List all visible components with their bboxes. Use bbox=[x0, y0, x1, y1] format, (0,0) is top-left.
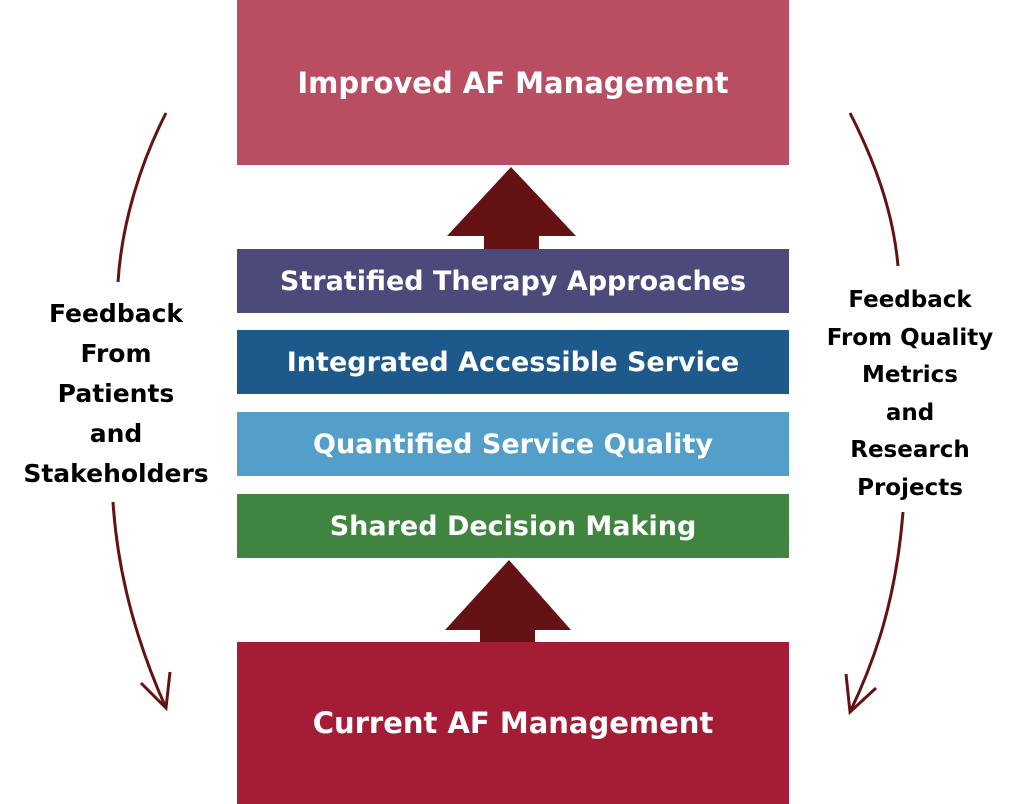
right-feedback-line: Metrics bbox=[861, 362, 959, 388]
improved-af-management-label: Improved AF Management bbox=[297, 65, 729, 100]
shared-decision-layer: Shared Decision Making bbox=[237, 494, 789, 558]
current-af-management-box: Current AF Management bbox=[237, 642, 789, 804]
left-feedback-curve-lower bbox=[111, 501, 168, 709]
upward-arrow-top bbox=[447, 167, 576, 249]
right-feedback-line: From Quality bbox=[826, 324, 994, 351]
left-feedback-arrowhead bbox=[139, 671, 172, 712]
left-feedback-text: Feedback From Patients and Stakeholders bbox=[10, 294, 222, 494]
left-feedback-curve-upper bbox=[116, 112, 168, 283]
integrated-service-label: Integrated Accessible Service bbox=[286, 346, 740, 378]
left-feedback-line: Stakeholders bbox=[23, 459, 209, 488]
right-feedback-line: Research bbox=[850, 437, 970, 463]
quantified-quality-label: Quantified Service Quality bbox=[313, 428, 713, 460]
right-feedback-line: Projects bbox=[857, 474, 963, 501]
current-af-management-label: Current AF Management bbox=[312, 706, 714, 740]
left-feedback-line: Patients bbox=[57, 379, 175, 408]
right-feedback-curve-upper bbox=[848, 112, 900, 267]
left-feedback-line: From bbox=[80, 339, 152, 368]
quantified-quality-layer: Quantified Service Quality bbox=[237, 412, 789, 476]
right-feedback-curve-lower bbox=[848, 511, 905, 713]
improved-af-management-box: Improved AF Management bbox=[237, 0, 789, 165]
integrated-service-layer: Integrated Accessible Service bbox=[237, 330, 789, 394]
left-feedback-line: Feedback bbox=[48, 299, 184, 328]
right-feedback-line: and bbox=[885, 399, 935, 426]
right-feedback-text: Feedback From Quality Metrics and Resear… bbox=[812, 282, 1008, 507]
stratified-therapy-layer: Stratified Therapy Approaches bbox=[237, 249, 789, 313]
upward-arrow-bottom bbox=[445, 560, 571, 642]
right-feedback-line: Feedback bbox=[848, 287, 972, 313]
left-feedback-line: and bbox=[89, 419, 143, 448]
right-feedback-arrowhead bbox=[844, 673, 878, 716]
shared-decision-label: Shared Decision Making bbox=[329, 510, 697, 542]
stratified-therapy-label: Stratified Therapy Approaches bbox=[279, 265, 747, 297]
